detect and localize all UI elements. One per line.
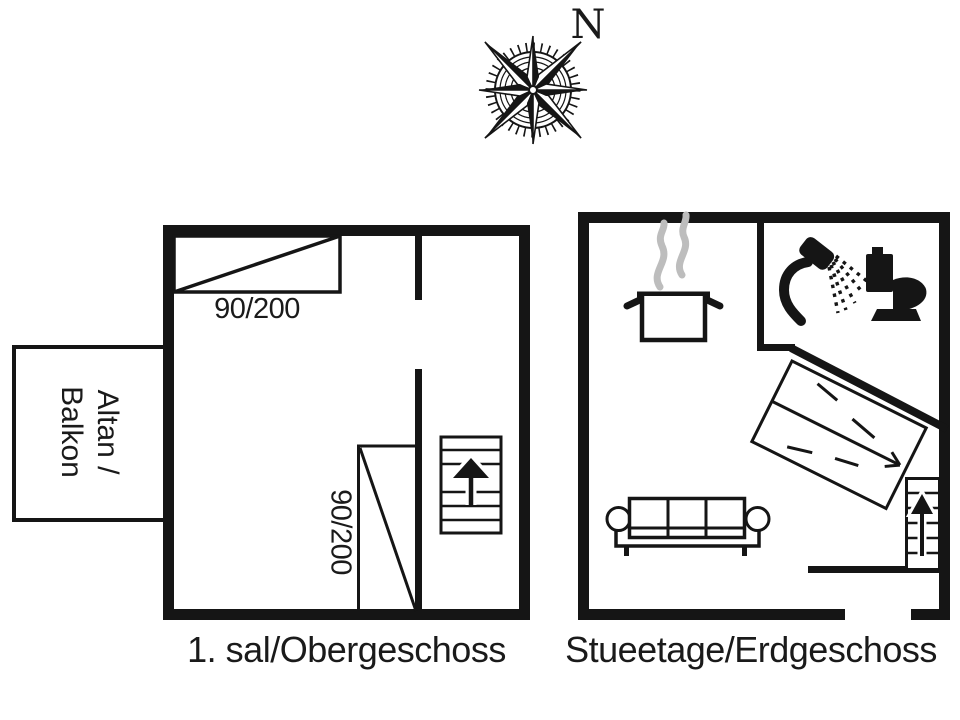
upper-floor-outer-wall [163, 225, 530, 620]
balcony-label: Altan / Balkon [53, 386, 125, 478]
balcony-outline [12, 345, 165, 522]
interior-wall-lower [415, 369, 422, 614]
double-bed-icon [749, 358, 929, 511]
cooking-pot-steam-icon [623, 211, 724, 343]
steam-icon [676, 211, 690, 279]
single-bed-icon [357, 444, 418, 615]
stair-wall [808, 566, 950, 573]
duvet-marks [786, 382, 876, 468]
bed-size-label-top: 90/200 [214, 293, 300, 325]
compass-north-label: N [570, 2, 606, 48]
stairs-up-icon [439, 435, 503, 535]
upper-floor-title: 1. sal/Obergeschoss [187, 629, 506, 670]
toilet-icon [866, 247, 927, 321]
compass-rose-icon [478, 35, 588, 145]
balcony-label-line2: Balkon [55, 386, 88, 478]
bathroom-wall-diagonal [789, 344, 949, 433]
steam-icon [653, 219, 668, 291]
balcony-label-line1: Altan / [91, 389, 124, 475]
shower-icon [778, 237, 870, 326]
bathroom-wall-vertical [757, 223, 764, 347]
upper-floor-plan [12, 225, 530, 620]
bed-size-label-side: 90/200 [324, 489, 357, 575]
stairs-up-icon [905, 477, 941, 571]
single-bed-icon [172, 234, 342, 294]
bathroom-wall-stub [757, 344, 795, 351]
interior-wall-upper-stub [415, 236, 422, 300]
ground-floor-title: Stueetage/Erdgeschoss [565, 629, 937, 670]
ground-floor-plan [578, 211, 950, 620]
shower-spray [827, 254, 870, 314]
sofa-icon [605, 496, 771, 556]
